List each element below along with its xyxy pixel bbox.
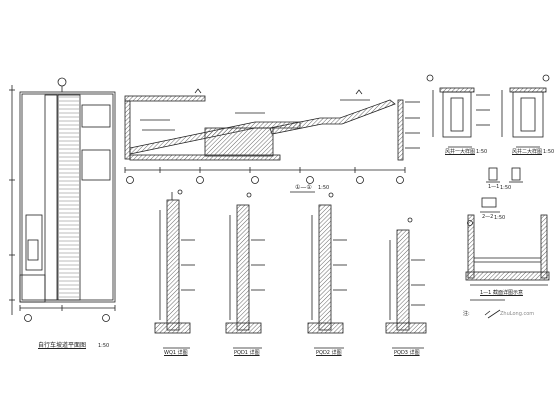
shaft2-title: 风井二大样图 xyxy=(512,149,543,155)
section-title: ①—① xyxy=(295,184,312,191)
axis-bubble xyxy=(306,176,314,184)
wall-detail-pqd2 xyxy=(307,192,347,349)
sec-11-scale: 1:50 xyxy=(500,185,512,191)
wall-sec-title: 1—1 截面详图示意 xyxy=(480,290,523,296)
top-slab xyxy=(124,95,206,102)
axis-bubble xyxy=(126,176,134,184)
sec-22-title: 2—2 xyxy=(482,214,494,220)
axis-bubble xyxy=(57,77,67,87)
wall-detail-wq1 xyxy=(154,189,195,349)
wall-title-pqd1: PQD1 详图 xyxy=(234,350,260,356)
plan-scale: 1:50 xyxy=(98,343,110,349)
sec-11-title: 1—1 xyxy=(488,184,500,190)
wall-title-wq1: WQ1 详图 xyxy=(164,350,188,356)
shaft1-scale: 1:50 xyxy=(476,149,488,155)
sec-22-scale: 1:50 xyxy=(494,215,506,221)
section-scale: 1:50 xyxy=(318,185,330,191)
ramp-slab-2 xyxy=(269,99,396,135)
wall-section-detail xyxy=(465,214,550,319)
shaft2-scale: 1:50 xyxy=(543,149,555,155)
shaft1-title: 风井一大样图 xyxy=(445,149,476,155)
plan-title: 自行车坡道平面图 xyxy=(38,342,87,349)
axis-bubble xyxy=(251,176,259,184)
ramp-section xyxy=(124,88,420,193)
small-sections xyxy=(480,167,523,213)
axis-bubble xyxy=(102,314,110,322)
wall-detail-pqd3 xyxy=(385,217,427,349)
watermark: ZhuLong.com xyxy=(500,311,535,317)
note-label: 注: xyxy=(463,311,470,317)
wall-detail-pqd1 xyxy=(225,192,265,349)
ramp-plan xyxy=(9,77,116,322)
wall-title-pqd2: PQD2 详图 xyxy=(316,350,342,356)
axis-bubble xyxy=(396,176,404,184)
axis-bubble xyxy=(24,314,32,322)
wall-title-pqd3: PQD3 详图 xyxy=(394,350,420,356)
shaft-details xyxy=(426,74,550,148)
axis-bubble xyxy=(196,176,204,184)
axis-bubble xyxy=(356,176,364,184)
drawing-linework xyxy=(9,74,550,349)
wall-details xyxy=(154,189,427,349)
